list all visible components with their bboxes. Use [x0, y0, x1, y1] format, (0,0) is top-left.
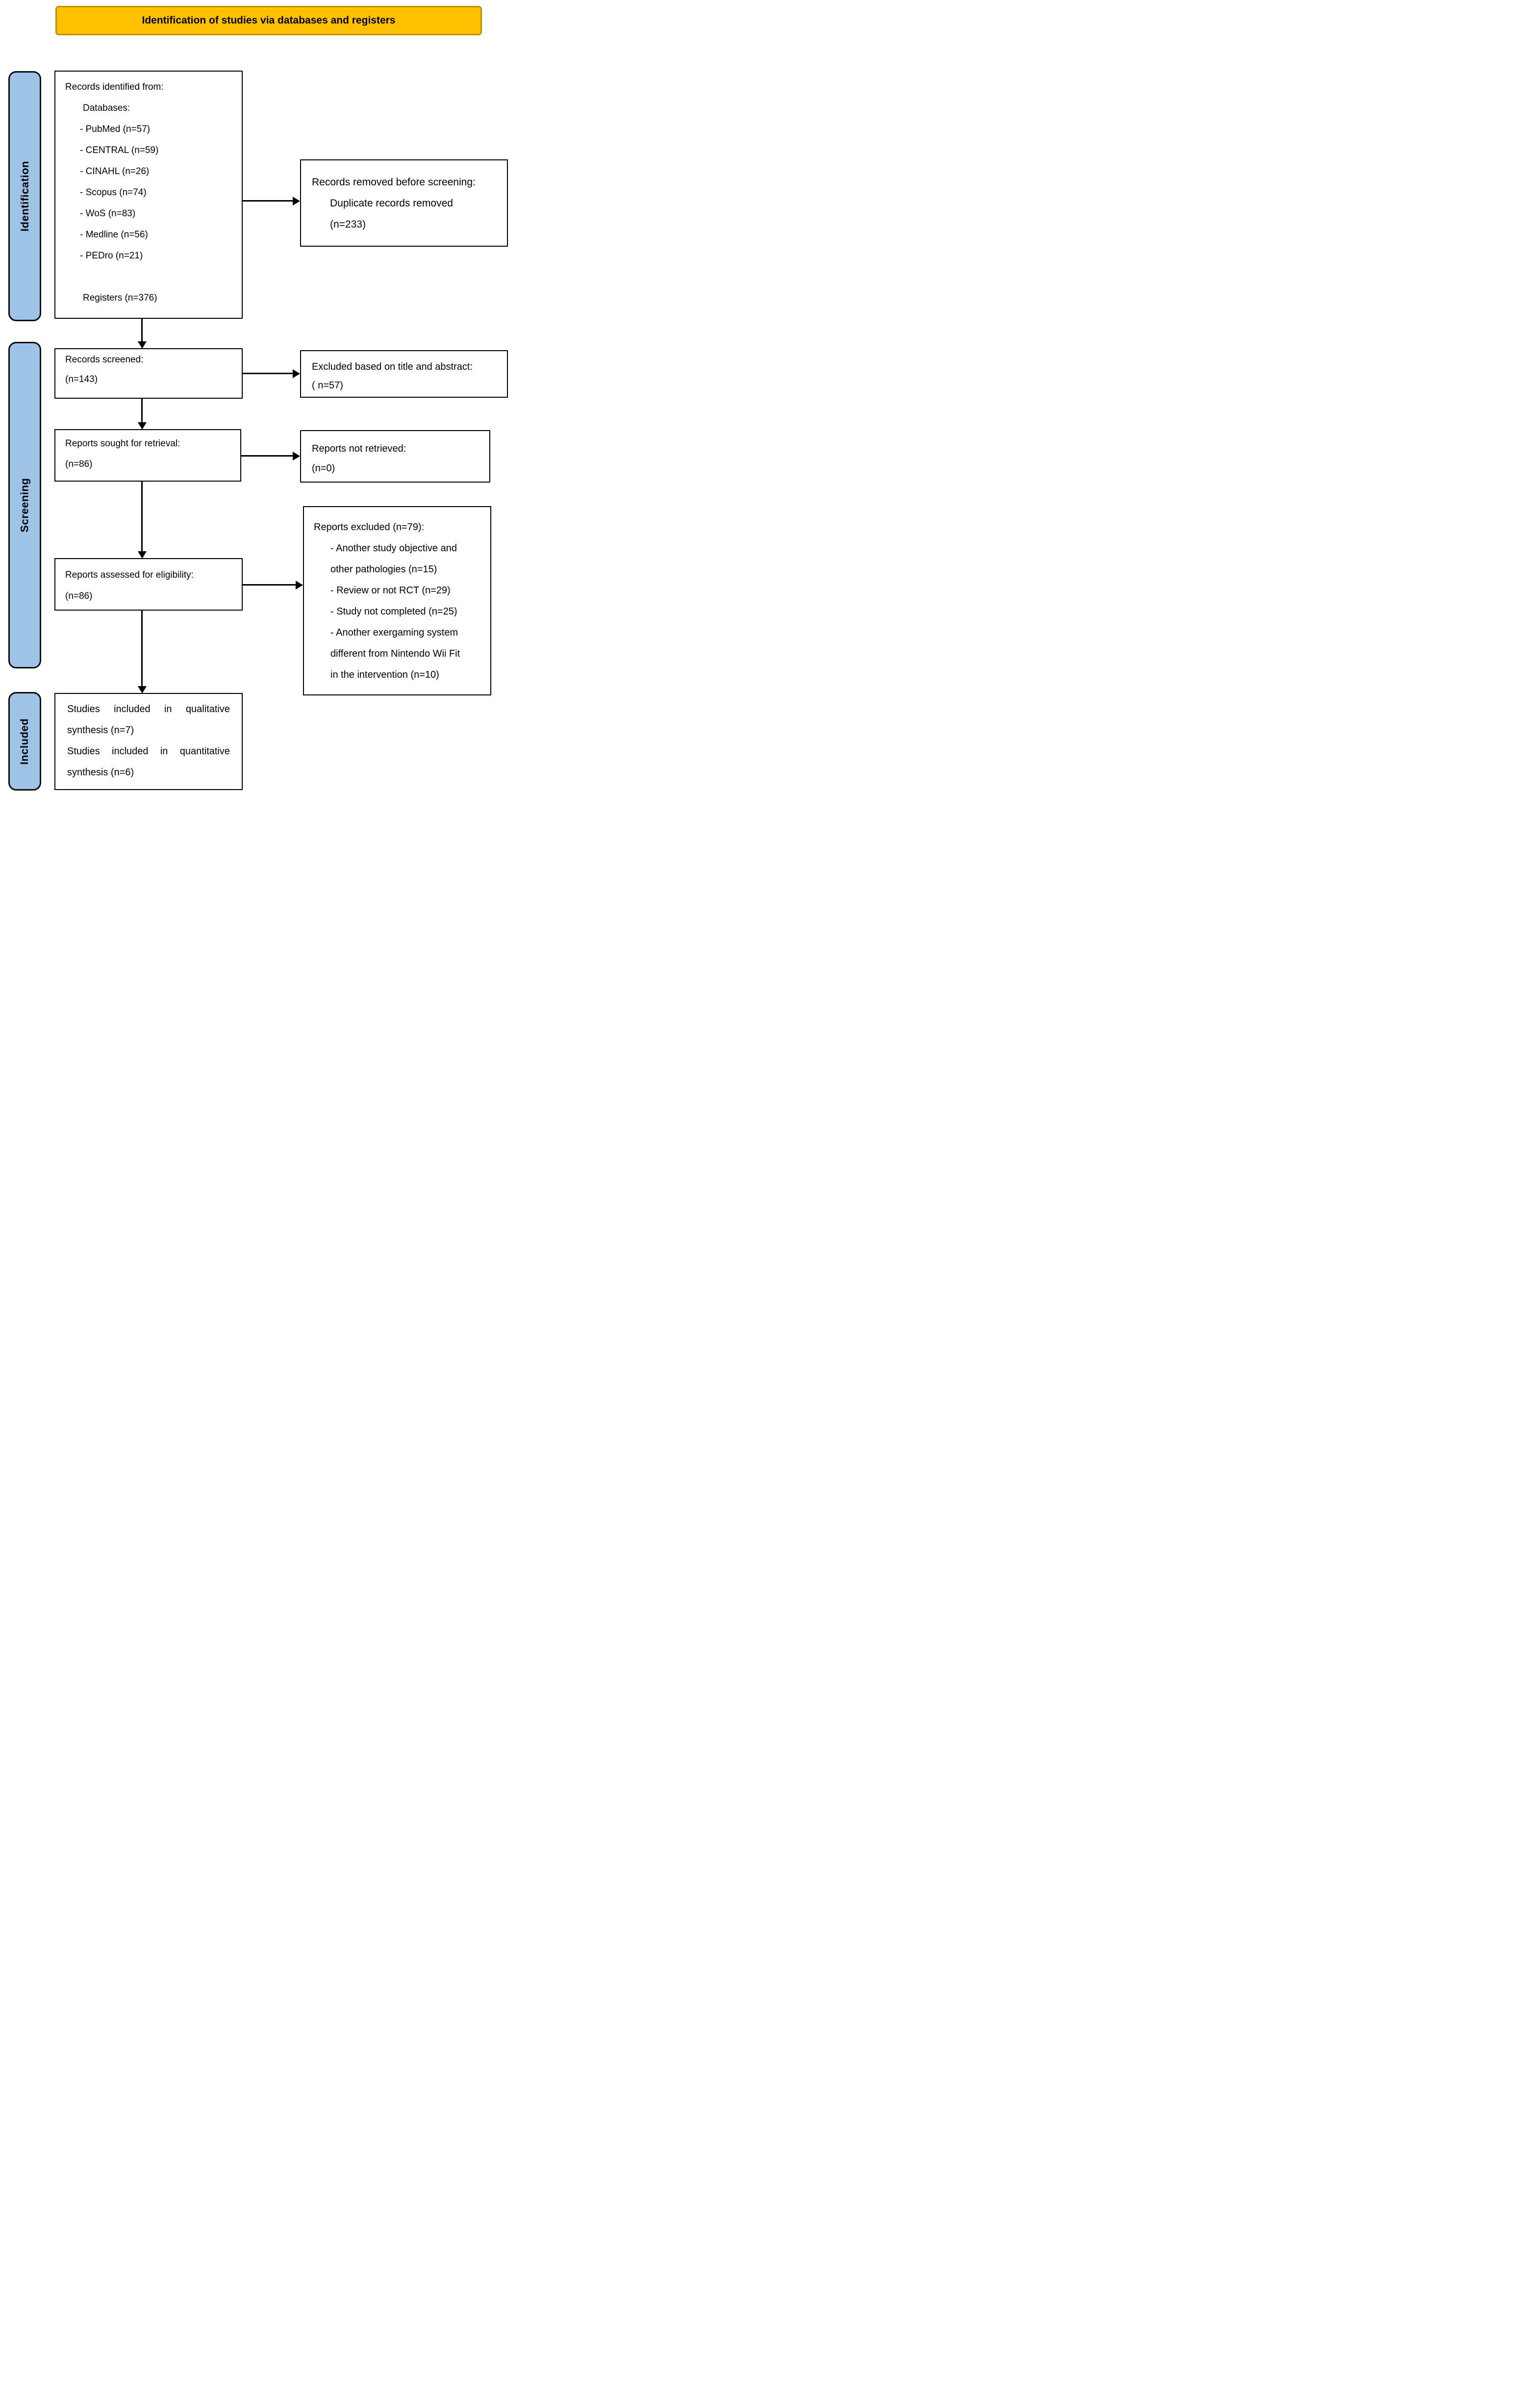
database-item: - CINAHL (n=26): [80, 166, 150, 177]
prisma-flow-diagram: Identification of studies via databases …: [0, 0, 513, 794]
stage-label-screening: Screening: [8, 342, 41, 668]
studies-included-quantitative: Studies included in quantitative synthes…: [67, 746, 230, 778]
reports-not-retrieved-line1: Reports not retrieved:: [312, 443, 406, 454]
reports-sought-line2: (n=86): [65, 459, 93, 469]
reports-excluded-heading: Reports excluded (n=79):: [314, 522, 425, 533]
records-screened-line1: Records screened:: [65, 355, 144, 365]
database-item: - CENTRAL (n=59): [80, 145, 159, 155]
box-reports-assessed: Reports assessed for eligibility: (n=86): [54, 558, 243, 611]
banner-title-text: Identification of studies via databases …: [142, 15, 396, 26]
records-removed-line1: Records removed before screening:: [312, 177, 476, 188]
arrow-identified-to-screened: [141, 319, 143, 341]
records-identified-subheading: Databases:: [83, 103, 130, 113]
box-records-removed: Records removed before screening: Duplic…: [300, 159, 508, 247]
stage-label-screening-text: Screening: [18, 478, 31, 533]
banner-title: Identification of studies via databases …: [55, 6, 482, 35]
registers-line: Registers (n=376): [83, 293, 157, 303]
box-reports-sought: Reports sought for retrieval: (n=86): [54, 429, 241, 482]
records-identified-heading: Records identified from:: [65, 82, 164, 92]
box-reports-excluded: Reports excluded (n=79): - Another study…: [303, 506, 491, 695]
studies-included-qualitative: Studies included in qualitative synthesi…: [67, 704, 230, 736]
box-excluded-title-abstract: Excluded based on title and abstract: ( …: [300, 350, 508, 398]
stage-label-identification: Identification: [8, 71, 41, 321]
reports-assessed-line1: Reports assessed for eligibility:: [65, 570, 194, 580]
excluded-title-abstract-line1: Excluded based on title and abstract:: [312, 361, 473, 372]
arrow-screened-to-excluded: [243, 373, 293, 374]
arrow-sought-to-assessed: [141, 482, 143, 551]
records-screened-line2: (n=143): [65, 374, 98, 384]
reports-sought-line1: Reports sought for retrieval:: [65, 438, 180, 449]
database-item: - PEDro (n=21): [80, 251, 143, 261]
blank-line: [55, 266, 237, 287]
stage-label-included-text: Included: [18, 718, 31, 765]
exclusion-reason: - Another exergaming system different fr…: [330, 627, 460, 680]
arrow-assessed-to-included: [141, 611, 143, 686]
database-item: - WoS (n=83): [80, 208, 136, 219]
arrow-sought-to-not-retrieved: [241, 455, 293, 457]
arrow-identified-to-removed: [243, 200, 293, 202]
box-records-screened: Records screened: (n=143): [54, 348, 243, 399]
excluded-title-abstract-line2: ( n=57): [312, 380, 343, 391]
arrow-assessed-to-reports-excluded: [243, 584, 296, 586]
box-studies-included: Studies included in qualitative synthesi…: [54, 693, 243, 790]
records-removed-line2: Duplicate records removed: [330, 198, 453, 209]
records-removed-line3: (n=233): [330, 219, 366, 230]
reports-not-retrieved-line2: (n=0): [312, 463, 335, 474]
stage-label-included: Included: [8, 692, 41, 791]
exclusion-reason: - Another study objective and other path…: [330, 543, 457, 575]
arrow-screened-to-sought: [141, 399, 143, 422]
stage-label-identification-text: Identification: [18, 161, 31, 231]
database-item: - PubMed (n=57): [80, 124, 151, 134]
exclusion-reason: - Review or not RCT (n=29): [330, 585, 451, 596]
exclusion-reason: - Study not completed (n=25): [330, 606, 457, 617]
database-item: - Scopus (n=74): [80, 187, 147, 198]
reports-assessed-line2: (n=86): [65, 591, 93, 601]
database-item: - Medline (n=56): [80, 230, 148, 240]
box-reports-not-retrieved: Reports not retrieved: (n=0): [300, 430, 490, 483]
box-records-identified: Records identified from: Databases: - Pu…: [54, 71, 243, 319]
